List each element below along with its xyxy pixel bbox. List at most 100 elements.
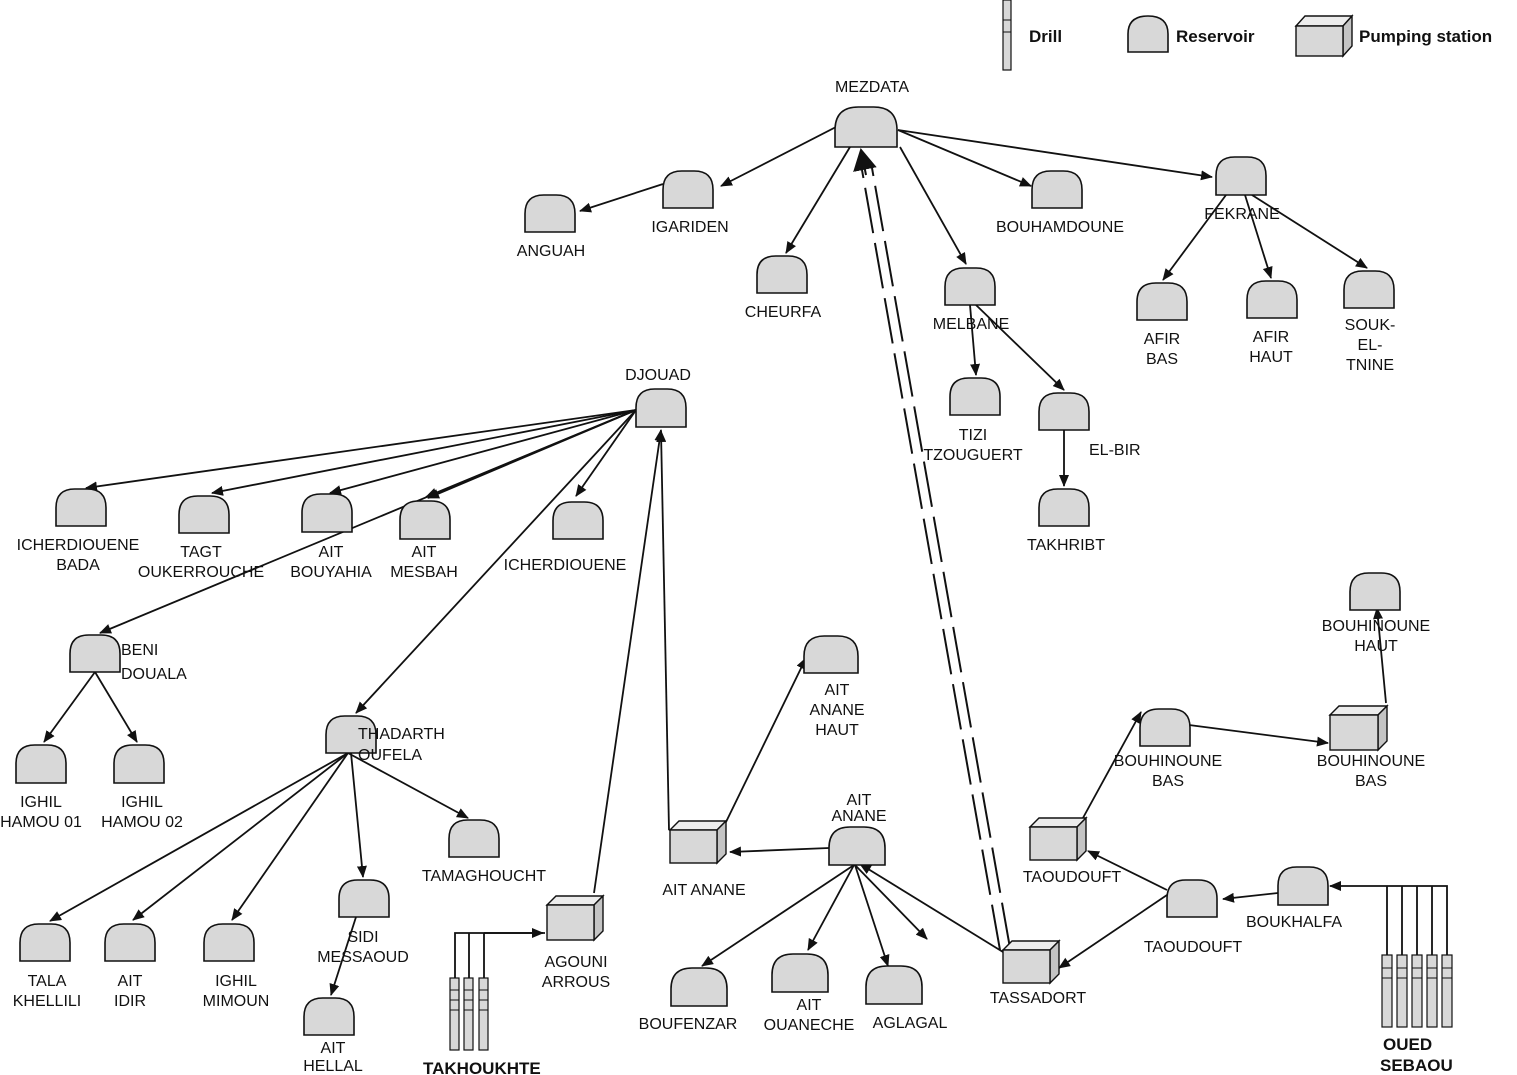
dashed-transfer-line	[853, 148, 1011, 951]
label-tassadort-line-1: TASSADORT	[990, 990, 1087, 1007]
pipe-edge-22	[49, 752, 349, 922]
pipe-edge-21	[94, 671, 138, 743]
label-bouhinoune-bas-ps-line-2: BAS	[1355, 773, 1387, 790]
reservoir-bouhamdoune	[1031, 170, 1083, 209]
label-tizi-tzouguert-line-1: TIZI	[959, 427, 987, 444]
node-labels: MEZDATAIGARIDENANGUAHCHEURFABOUHAMDOUNEF…	[0, 79, 1430, 1075]
reservoir-tala-khellili	[19, 923, 71, 962]
reservoir-ait-bouyahia	[301, 493, 353, 533]
reservoir-boufenzar	[670, 967, 728, 1007]
pipe-edge-17	[575, 409, 637, 497]
label-taoudouft-ps-line-1: TAOUDOUFT	[1023, 869, 1122, 886]
legend-pumping-station-label: Pumping station	[1359, 27, 1492, 46]
label-fekrane-line-1: FEKRANE	[1204, 206, 1280, 223]
label-tizi-tzouguert-line-2: TZOUGUERT	[923, 447, 1022, 464]
label-boukhalfa-line-1: BOUKHALFA	[1246, 914, 1342, 931]
reservoir-tagt-oukerrouche	[178, 495, 230, 534]
legend: Drill Reservoir Pumping station	[1002, 0, 1492, 71]
reservoir-cheurfa	[756, 255, 808, 294]
pumping-station-tassadort	[1001, 939, 1061, 985]
pipe-edge-14	[329, 409, 637, 495]
pumping-station-bouhinoune-bas-ps	[1328, 704, 1389, 752]
label-bouhinoune-haut-line-1: BOUHINOUNE	[1322, 618, 1430, 635]
label-mezdata-line-1: MEZDATA	[835, 79, 909, 96]
label-boufenzar-line-1: BOUFENZAR	[639, 1016, 738, 1033]
pipe-edge-6	[1162, 194, 1227, 281]
pipe-edge-0	[720, 126, 837, 187]
label-bouhinoune-bas-res-line-1: BOUHINOUNE	[1114, 753, 1222, 770]
label-ait-anane-haut-line-3: HAUT	[815, 722, 859, 739]
pumping-station-taoudouft-ps	[1028, 816, 1088, 862]
label-tagt-oukerrouche-line-1: TAGT	[180, 544, 222, 561]
pipe-edge-5	[899, 146, 967, 265]
pipe-edge-34	[854, 864, 890, 967]
reservoir-bouhinoune-bas-res	[1139, 708, 1191, 747]
pipe-edge-30	[725, 657, 807, 823]
label-afir-haut-line-1: AFIR	[1253, 329, 1289, 346]
pipe-edge-36	[859, 863, 1004, 953]
label-ait-anane-ps-line-1: AIT ANANE	[662, 882, 745, 899]
legend-drill-icon	[1002, 0, 1012, 71]
label-beni-douala-line-2: DOUALA	[121, 666, 187, 683]
pipe-edge-19	[355, 409, 637, 714]
label-cheurfa-line-1: CHEURFA	[745, 304, 822, 321]
label-ait-anane-haut-line-1: AIT	[825, 682, 850, 699]
dashed-line-left	[861, 169, 1001, 951]
reservoir-melbane	[944, 267, 996, 306]
label-afir-haut-line-2: HAUT	[1249, 349, 1293, 366]
pipe-edge-12	[85, 409, 637, 492]
source-oued-sebaou-label-1: OUED	[1383, 1035, 1432, 1054]
source-takhoukhte-label: TAKHOUKHTE	[423, 1059, 541, 1075]
reservoir-afir-haut	[1246, 280, 1298, 319]
label-ait-ouaneche-line-2: OUANECHE	[764, 1017, 855, 1034]
pipe-edge-27	[329, 916, 357, 996]
legend-drill-label: Drill	[1029, 27, 1062, 46]
label-ighil-hamou-02-line-1: IGHIL	[121, 794, 163, 811]
pipe-edge-2	[785, 146, 851, 254]
pipe-edge-42	[1222, 892, 1279, 903]
pipe-edge-39	[1077, 711, 1142, 828]
reservoir-ait-hellal	[303, 997, 355, 1036]
reservoir-takhribt	[1038, 488, 1090, 527]
pipe-edge-13	[211, 409, 637, 496]
pipe-edge-3	[897, 129, 1032, 187]
reservoir-boukhalfa	[1277, 866, 1329, 906]
label-ighil-mimoun-line-2: MIMOUN	[203, 993, 270, 1010]
label-ait-hellal-line-1: AIT	[321, 1040, 346, 1057]
label-souk-el-tnine-line-1: SOUK-	[1345, 317, 1396, 334]
label-ait-anane-res-line-2: ANANE	[831, 808, 886, 825]
pipe-edge-4	[897, 129, 1213, 181]
reservoir-ighil-hamou-02	[113, 744, 165, 784]
label-tala-khellili-line-1: TALA	[28, 973, 67, 990]
reservoir-tamaghoucht	[448, 819, 500, 858]
label-beni-douala-line-1: BENI	[121, 642, 158, 659]
pipe-connections	[43, 126, 1387, 996]
pipe-edge-20	[43, 671, 96, 743]
label-ighil-hamou-01-line-1: IGHIL	[20, 794, 62, 811]
label-icherdiouene-bada-line-2: BADA	[56, 557, 100, 574]
pipe-edge-32	[701, 864, 855, 967]
label-thadarth-oufela-line-2: OUFELA	[358, 747, 422, 764]
label-anguah-line-1: ANGUAH	[517, 243, 585, 260]
legend-pumping-station-icon	[1294, 14, 1354, 58]
label-souk-el-tnine-line-2: EL-	[1358, 337, 1383, 354]
label-bouhinoune-bas-ps-line-1: BOUHINOUNE	[1317, 753, 1425, 770]
label-ait-hellal-line-2: HELLAL	[303, 1058, 363, 1075]
label-afir-bas-line-1: AFIR	[1144, 331, 1180, 348]
label-thadarth-oufela-line-1: THADARTH	[358, 726, 445, 743]
reservoir-icherdiouene-bada	[55, 488, 107, 527]
reservoir-ighil-hamou-01	[15, 744, 67, 784]
reservoir-ighil-mimoun	[203, 923, 255, 962]
takhoukhte-drills	[449, 928, 545, 1051]
dashed-line-arrowhead	[853, 148, 877, 176]
pipe-edge-18	[99, 409, 637, 634]
label-bouhinoune-bas-res-line-2: BAS	[1152, 773, 1184, 790]
pipe-edge-26	[347, 752, 469, 819]
label-ait-mesbah-line-1: AIT	[412, 544, 437, 561]
reservoir-ait-ouaneche	[771, 953, 829, 993]
label-djouad-line-1: DJOUAD	[625, 367, 691, 384]
label-icherdiouene-line-1: ICHERDIOUENE	[504, 557, 627, 574]
reservoir-ait-idir	[104, 923, 156, 962]
reservoir-beni-douala	[69, 634, 121, 673]
